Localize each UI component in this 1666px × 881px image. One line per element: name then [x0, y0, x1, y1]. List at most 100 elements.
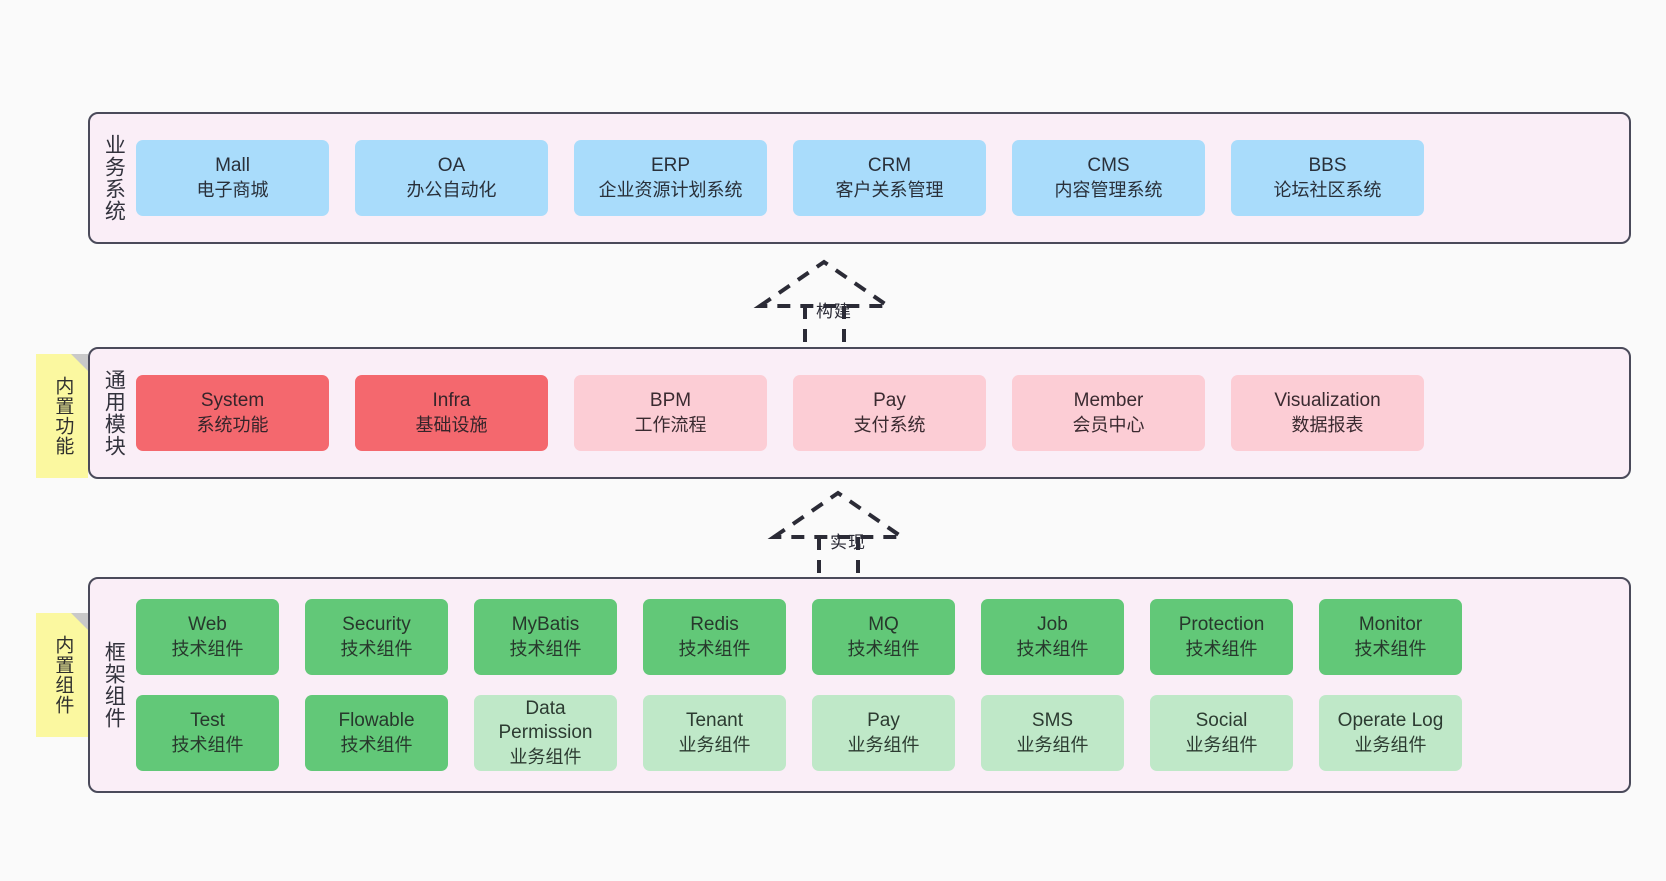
card-title: ERP: [650, 155, 691, 177]
card-visualization[interactable]: Visualization 数据报表: [1231, 375, 1424, 451]
layer-label-business: 业务系统: [102, 134, 126, 222]
card-crm[interactable]: CRM 客户关系管理: [793, 140, 986, 216]
arrow-realize-glyph: [767, 490, 909, 579]
card-title: Member: [1073, 390, 1144, 412]
card-protection[interactable]: Protection 技术组件: [1150, 599, 1293, 675]
note-builtin-features[interactable]: 内置功能: [36, 354, 88, 478]
card-subtitle: 技术组件: [1185, 638, 1258, 659]
card-title: MyBatis: [511, 614, 580, 636]
card-title: Mall: [215, 155, 250, 177]
card-pay[interactable]: Pay 支付系统: [793, 375, 986, 451]
card-subtitle: 企业资源计划系统: [598, 179, 743, 200]
card-flowable[interactable]: Flowable 技术组件: [305, 695, 448, 771]
card-title: Web: [188, 614, 227, 636]
arrow-build-label: 构建: [816, 302, 852, 321]
arrow-build: 构建: [752, 256, 912, 348]
card-title: SMS: [1031, 710, 1074, 732]
card-subtitle: 业务组件: [1354, 734, 1427, 755]
arrow-realize: 实现: [766, 487, 926, 579]
card-mall[interactable]: Mall 电子商城: [136, 140, 329, 216]
card-title: Redis: [690, 614, 739, 636]
card-web[interactable]: Web 技术组件: [136, 599, 279, 675]
card-subtitle: 技术组件: [678, 638, 751, 659]
card-title: Infra: [432, 390, 471, 412]
card-data-permission[interactable]: Data Permission 业务组件: [474, 695, 617, 771]
layer-body-common: System 系统功能 Infra 基础设施 BPM 工作流程 Pay 支付系统…: [136, 349, 1629, 477]
note-builtin-components[interactable]: 内置组件: [36, 613, 88, 737]
layer-body-framework: Web 技术组件 Security 技术组件 MyBatis 技术组件 Redi…: [136, 579, 1629, 791]
card-infra[interactable]: Infra 基础设施: [355, 375, 548, 451]
card-subtitle: 办公自动化: [406, 179, 497, 200]
card-subtitle: 内容管理系统: [1054, 179, 1163, 200]
card-mybatis[interactable]: MyBatis 技术组件: [474, 599, 617, 675]
note-fold-icon: [71, 613, 88, 630]
card-title: Pay: [867, 710, 900, 732]
card-title: CMS: [1087, 155, 1130, 177]
card-cms[interactable]: CMS 内容管理系统: [1012, 140, 1205, 216]
card-tenant[interactable]: Tenant 业务组件: [643, 695, 786, 771]
card-subtitle: 业务组件: [847, 734, 920, 755]
card-subtitle: 数据报表: [1291, 414, 1364, 435]
card-monitor[interactable]: Monitor 技术组件: [1319, 599, 1462, 675]
card-title: System: [200, 390, 265, 412]
note-label: 内置组件: [52, 635, 74, 715]
card-subtitle: 技术组件: [171, 734, 244, 755]
card-subtitle: 技术组件: [1016, 638, 1089, 659]
note-fold-icon: [71, 354, 88, 371]
card-subtitle: 基础设施: [415, 414, 488, 435]
layer-framework-components[interactable]: 框架组件 Web 技术组件 Security 技术组件 MyBatis 技术组件…: [88, 577, 1631, 793]
layer-business-systems[interactable]: 业务系统 Mall 电子商城 OA 办公自动化 ERP 企业资源计划系统 CRM…: [88, 112, 1631, 244]
card-mq[interactable]: MQ 技术组件: [812, 599, 955, 675]
card-title: Monitor: [1358, 614, 1423, 636]
card-title: Pay: [873, 390, 906, 412]
card-title: Social: [1195, 710, 1248, 732]
card-bpm[interactable]: BPM 工作流程: [574, 375, 767, 451]
card-row: System 系统功能 Infra 基础设施 BPM 工作流程 Pay 支付系统…: [136, 375, 1615, 451]
card-subtitle: 电子商城: [196, 179, 269, 200]
layer-common-modules[interactable]: 通用模块 System 系统功能 Infra 基础设施 BPM 工作流程 Pay…: [88, 347, 1631, 479]
card-row: Mall 电子商城 OA 办公自动化 ERP 企业资源计划系统 CRM 客户关系…: [136, 140, 1615, 216]
card-oa[interactable]: OA 办公自动化: [355, 140, 548, 216]
card-subtitle: 技术组件: [847, 638, 920, 659]
card-title: OA: [437, 155, 466, 177]
card-subtitle: 系统功能: [196, 414, 269, 435]
card-subtitle: 客户关系管理: [835, 179, 944, 200]
note-label: 内置功能: [52, 376, 74, 456]
card-title: Test: [190, 710, 225, 732]
card-erp[interactable]: ERP 企业资源计划系统: [574, 140, 767, 216]
card-subtitle: 技术组件: [340, 638, 413, 659]
card-bbs[interactable]: BBS 论坛社区系统: [1231, 140, 1424, 216]
card-pay-component[interactable]: Pay 业务组件: [812, 695, 955, 771]
card-title: Job: [1037, 614, 1068, 636]
arrow-build-glyph: [753, 259, 895, 348]
card-social[interactable]: Social 业务组件: [1150, 695, 1293, 771]
card-title: Protection: [1178, 614, 1265, 636]
card-member[interactable]: Member 会员中心: [1012, 375, 1205, 451]
card-title-line2: Permission: [498, 722, 593, 744]
card-title: Operate Log: [1337, 710, 1444, 732]
card-title: Security: [342, 614, 411, 636]
card-redis[interactable]: Redis 技术组件: [643, 599, 786, 675]
card-title: BPM: [649, 390, 692, 412]
card-subtitle: 技术组件: [509, 638, 582, 659]
card-subtitle: 业务组件: [509, 746, 582, 767]
card-title: BBS: [1308, 155, 1347, 177]
card-title: Flowable: [338, 710, 415, 732]
arrow-realize-label: 实现: [830, 533, 866, 552]
card-row: Web 技术组件 Security 技术组件 MyBatis 技术组件 Redi…: [136, 599, 1615, 675]
card-title: Tenant: [685, 710, 744, 732]
card-subtitle: 技术组件: [1354, 638, 1427, 659]
layer-body-business: Mall 电子商城 OA 办公自动化 ERP 企业资源计划系统 CRM 客户关系…: [136, 114, 1629, 242]
card-subtitle: 论坛社区系统: [1273, 179, 1382, 200]
card-job[interactable]: Job 技术组件: [981, 599, 1124, 675]
card-subtitle: 会员中心: [1072, 414, 1145, 435]
card-security[interactable]: Security 技术组件: [305, 599, 448, 675]
card-sms[interactable]: SMS 业务组件: [981, 695, 1124, 771]
card-system[interactable]: System 系统功能: [136, 375, 329, 451]
card-subtitle: 技术组件: [340, 734, 413, 755]
card-test[interactable]: Test 技术组件: [136, 695, 279, 771]
card-title: CRM: [867, 155, 912, 177]
layer-label-framework: 框架组件: [102, 641, 126, 729]
card-operate-log[interactable]: Operate Log 业务组件: [1319, 695, 1462, 771]
card-title: Data: [525, 698, 566, 720]
